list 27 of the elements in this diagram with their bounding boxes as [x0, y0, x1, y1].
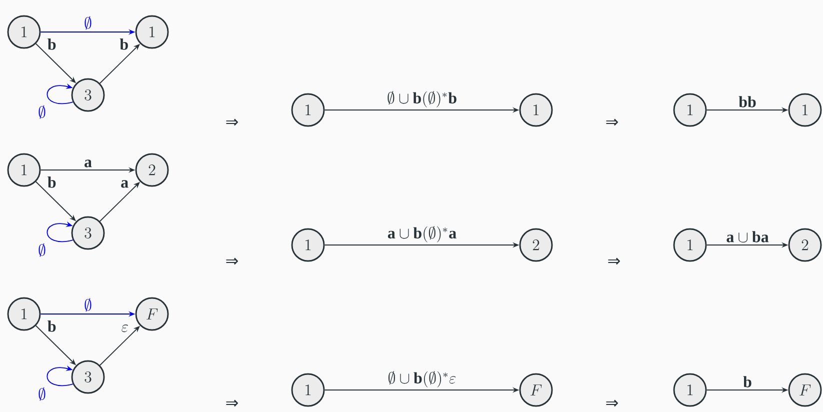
- edge-label: $\varepsilon$: [120, 324, 130, 334]
- edge-label: $\mathbf{a}\cup\mathbf{ba}$: [724, 230, 770, 244]
- implies-symbol: ⇒: [608, 258, 620, 265]
- edge-label: $\emptyset$: [38, 243, 46, 257]
- edge-label: $\mathbf{a}\cup\mathbf{b}(\emptyset)^{*}\mathbf{a}$: [386, 225, 458, 244]
- implies-symbol: ⇒: [226, 118, 238, 126]
- implies-symbol: ⇒: [226, 258, 238, 265]
- implies-symbol: ⇒: [606, 400, 618, 407]
- edge-label: $\mathbf{a}$: [82, 158, 94, 169]
- edge-label: $\mathbf{b}$: [46, 319, 58, 334]
- edge-label: $\mathbf{b}$: [118, 37, 130, 52]
- arrow: [46, 84, 74, 104]
- edge-label: $\emptyset$: [82, 15, 94, 31]
- implies-symbol: ⇒: [226, 400, 238, 407]
- arrow: [46, 222, 74, 242]
- edge-label: $\mathbf{a}$: [119, 178, 130, 190]
- edge-label: $\mathbf{b}$: [742, 374, 754, 389]
- edge-label: $\emptyset\cup\mathbf{b}(\emptyset)^{*}\varepsilon$: [386, 370, 458, 389]
- edge-label: $\emptyset$: [82, 297, 94, 313]
- edge-label: $\emptyset$: [38, 387, 46, 401]
- edge-label: $\emptyset$: [38, 105, 46, 119]
- edge-label: $\emptyset\cup\mathbf{b}(\emptyset)^{*}\mathbf{b}$: [386, 90, 458, 109]
- edge-label: $\mathbf{bb}$: [737, 94, 758, 109]
- edge-label: $\mathbf{b}$: [46, 175, 58, 190]
- edge-label: $\mathbf{b}$: [46, 37, 58, 52]
- implies-symbol: ⇒: [606, 118, 618, 126]
- arrow: [46, 366, 74, 386]
